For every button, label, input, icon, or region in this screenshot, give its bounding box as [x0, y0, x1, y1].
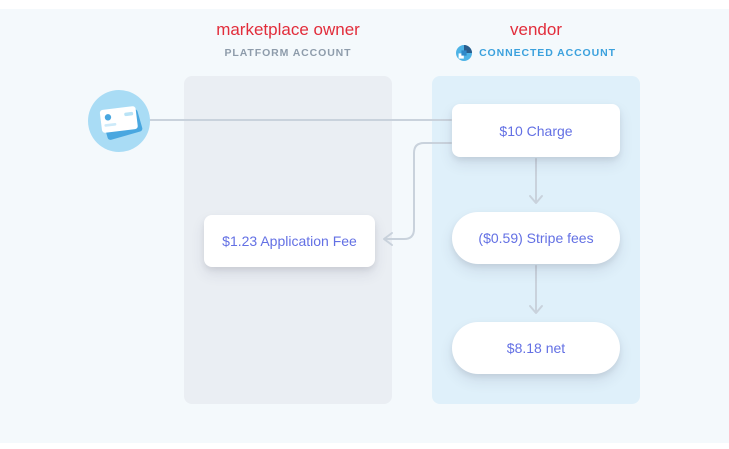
connected-account-label: CONNECTED ACCOUNT	[479, 47, 616, 59]
net-label: $8.18 net	[506, 340, 566, 356]
vendor-title: vendor	[510, 20, 562, 39]
stripe-fees-label: ($0.59) Stripe fees	[478, 230, 594, 246]
connected-account-row: CONNECTED ACCOUNT	[410, 45, 662, 61]
stripe-fees-node: ($0.59) Stripe fees	[452, 212, 620, 264]
marketplace-owner-title: marketplace owner	[216, 20, 360, 39]
net-node: $8.18 net	[452, 322, 620, 374]
platform-account-label: PLATFORM ACCOUNT	[224, 47, 352, 59]
charge-label: $10 Charge	[499, 122, 573, 139]
application-fee-node: $1.23 Application Fee	[204, 215, 375, 267]
credit-card-icon	[88, 90, 150, 152]
charge-node: $10 Charge	[452, 104, 620, 157]
application-fee-label: $1.23 Application Fee	[222, 233, 357, 249]
marketplace-owner-header: marketplace owner PLATFORM ACCOUNT	[184, 20, 392, 59]
connect-icon	[456, 45, 473, 61]
vendor-header: vendor CONNECTED ACCOUNT	[410, 20, 662, 61]
